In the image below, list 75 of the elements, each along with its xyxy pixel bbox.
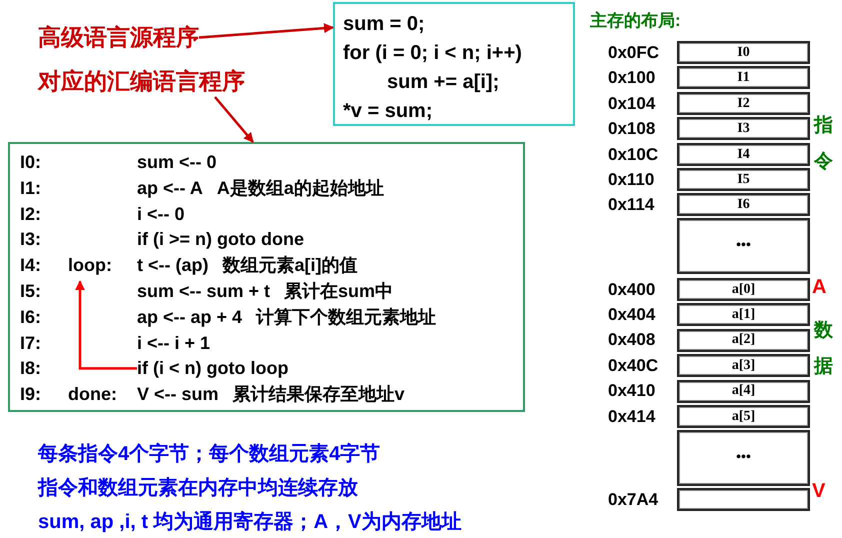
listing-frame — [8, 142, 525, 412]
label-text: done: — [68, 383, 117, 406]
label-text: 数据 — [814, 319, 834, 379]
address-label: 0x410 — [608, 381, 656, 402]
memory-cell: ••• — [677, 218, 810, 274]
instruction-text: sum <-- sum + t — [137, 281, 270, 301]
instruction-text: if (i < n) goto loop — [137, 358, 288, 378]
memory-cell: I2 — [677, 92, 810, 115]
address-label: 0x0FC — [608, 42, 660, 62]
label-text: 指令 — [814, 114, 834, 174]
label-text: A — [812, 276, 826, 299]
line-number: I6: — [20, 306, 42, 329]
address-label: 0x110 — [608, 170, 654, 190]
address-label: 0x414 — [608, 406, 656, 426]
address-label: 0x104 — [608, 94, 656, 114]
instruction-text: if (i >= n) goto done — [137, 229, 304, 250]
address-label: 0x108 — [608, 118, 656, 138]
comment-text: 累计结果保存至地址v — [232, 384, 405, 404]
arrow — [75, 280, 137, 370]
memory-cell: a[4] — [677, 380, 810, 403]
memory-cell: a[2] — [677, 328, 810, 352]
arrow — [198, 23, 334, 39]
line-number: I3: — [20, 228, 42, 252]
memory-cell: I3 — [677, 117, 810, 140]
address-label: 0x10C — [608, 144, 658, 164]
address-label: 0x404 — [608, 304, 656, 325]
memory-cell: ••• — [677, 430, 810, 486]
note-text: sum, ap ,i, t 均为通用寄存器；A，V为内存地址 — [38, 510, 462, 535]
line-number: I9: — [20, 383, 42, 406]
address-label: 0x400 — [608, 280, 656, 300]
instruction-text: sum <-- 0 — [137, 152, 217, 172]
address-label: 0x100 — [608, 68, 656, 88]
instruction-text: t <-- (ap) — [137, 255, 208, 276]
memory-cell: I1 — [677, 66, 810, 89]
heading-text: 对应的汇编语言程序 — [38, 66, 245, 97]
memory-cell: a[3] — [677, 354, 810, 378]
comment-text: 累计在sum中 — [284, 281, 394, 301]
line-number: I5: — [20, 280, 42, 303]
address-label: 0x114 — [608, 194, 654, 214]
code-line: sum += a[i]; — [386, 70, 500, 95]
memory-cell: I5 — [677, 168, 810, 191]
code-line: for (i = 0; i < n; i++) — [343, 41, 523, 66]
line-number: I0: — [20, 151, 42, 174]
label-text: loop: — [68, 253, 112, 278]
instruction-text: ap <-- ap + 4 — [137, 306, 242, 327]
comment-text: 数组元素a[i]的值 — [222, 255, 358, 276]
code-box — [333, 2, 575, 126]
instruction-text: i <-- 0 — [137, 204, 185, 224]
memory-cell: a[5] — [677, 405, 810, 428]
label-text: 主存的布局: — [590, 10, 681, 32]
memory-cell: a[0] — [677, 278, 810, 301]
address-label: 0x40C — [608, 356, 658, 376]
heading-text: 高级语言源程序 — [38, 22, 199, 53]
memory-cell: I6 — [677, 193, 810, 216]
comment-text: A是数组a的起始地址 — [216, 178, 384, 198]
line-number: I1: — [20, 176, 42, 200]
note-text: 每条指令4个字节；每个数组元素4字节 — [38, 442, 380, 467]
address-label: 0x7A4 — [608, 490, 658, 510]
instruction-text: V <-- sum — [137, 384, 219, 404]
code-line: sum = 0; — [343, 12, 426, 37]
address-label: 0x408 — [608, 330, 656, 350]
line-number: I7: — [20, 332, 42, 355]
memory-cell: I4 — [677, 143, 810, 166]
note-text: 指令和数组元素在内存中均连续存放 — [38, 476, 358, 501]
instruction-text: ap <-- A — [137, 178, 203, 198]
arrow — [214, 96, 254, 143]
label-text: V — [812, 480, 826, 503]
memory-cell: I0 — [677, 41, 810, 64]
line-number: I2: — [20, 202, 42, 226]
code-line: *v = sum; — [343, 99, 434, 124]
line-number: I8: — [20, 357, 42, 380]
instruction-text: i <-- i + 1 — [137, 332, 210, 353]
comment-text: 计算下个数组元素地址 — [256, 306, 436, 327]
memory-cell: a[1] — [677, 303, 810, 326]
line-number: I4: — [20, 254, 42, 278]
